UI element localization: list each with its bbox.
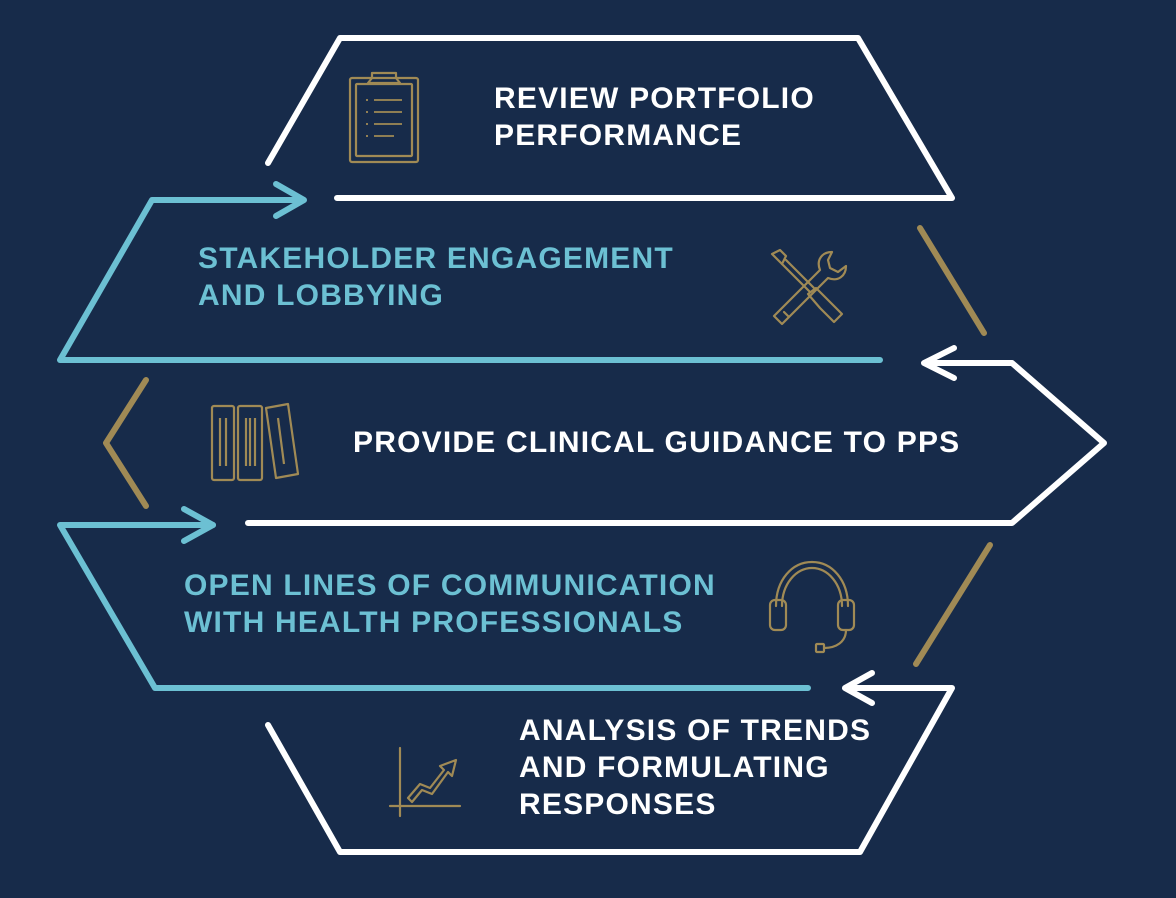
binders-icon <box>210 402 300 482</box>
headset-icon <box>768 560 856 654</box>
step-open-communication-label: OPEN LINES OF COMMUNICATION WITH HEALTH … <box>184 567 716 641</box>
label-line: STAKEHOLDER ENGAGEMENT <box>198 242 674 275</box>
path-analysis-trends <box>265 685 955 855</box>
label-line: PERFORMANCE <box>494 119 743 152</box>
clipboard-icon <box>348 71 420 164</box>
label-line: AND LOBBYING <box>198 279 445 312</box>
label-line: OPEN LINES OF COMMUNICATION <box>184 569 716 602</box>
arrowhead-into-step3 <box>921 345 957 381</box>
path-review-portfolio <box>265 35 955 201</box>
label-line: PROVIDE CLINICAL GUIDANCE TO PPS <box>353 426 961 459</box>
tools-icon <box>770 248 848 326</box>
step-analysis-trends-label: ANALYSIS OF TRENDS AND FORMULATING RESPO… <box>519 712 871 823</box>
label-line: ANALYSIS OF TRENDS <box>519 714 872 747</box>
label-line: RESPONSES <box>519 788 717 821</box>
label-line: WITH HEALTH PROFESSIONALS <box>184 606 684 639</box>
step-clinical-guidance-label: PROVIDE CLINICAL GUIDANCE TO PPS <box>353 424 960 461</box>
arrowhead-into-step5 <box>842 670 875 706</box>
gold-accent-upper-right <box>917 225 987 336</box>
trend-chart-icon <box>388 746 462 818</box>
path-stakeholder-engagement <box>57 197 883 363</box>
arrowhead-into-step1 <box>273 181 307 219</box>
gold-accent-lower-right <box>913 542 993 667</box>
path-clinical-guidance <box>245 360 1107 526</box>
path-open-communication <box>57 522 811 691</box>
gold-accent-left <box>103 377 149 509</box>
step-review-portfolio-label: REVIEW PORTFOLIO PERFORMANCE <box>494 80 815 154</box>
arrowhead-into-step4 <box>181 506 216 544</box>
label-line: REVIEW PORTFOLIO <box>494 82 815 115</box>
step-stakeholder-engagement-label: STAKEHOLDER ENGAGEMENT AND LOBBYING <box>198 240 674 314</box>
label-line: AND FORMULATING <box>519 751 830 784</box>
